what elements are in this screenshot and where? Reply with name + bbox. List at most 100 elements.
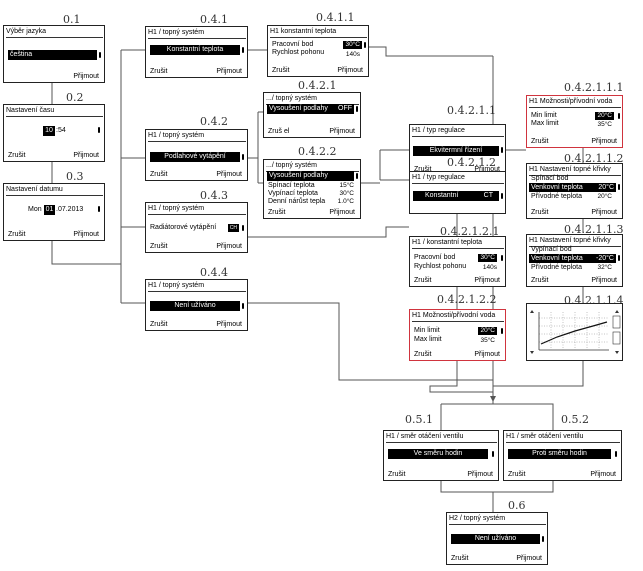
language-value[interactable]: čeština (8, 50, 97, 60)
screen-floor-drying-settings[interactable]: .../ topný systém Vysoušení podlahy Spín… (263, 159, 361, 219)
scroll-indicator-icon (501, 147, 503, 153)
accept-button[interactable]: Přijmout (216, 321, 242, 328)
cancel-button-overlap[interactable]: Zruš el (268, 128, 290, 135)
screen-supply-water-limits-equitherm[interactable]: H1 Možnosti/přívodní voda Min limit 20°C… (526, 95, 623, 148)
screen-0-5-2-number: 0.5.2 (561, 413, 589, 426)
cancel-button[interactable]: Zrušit (150, 68, 168, 75)
accept-button[interactable]: Přijmout (474, 277, 500, 284)
accept-button[interactable]: Přijmout (590, 471, 616, 478)
accept-button[interactable]: Přijmout (591, 209, 617, 216)
screen-floor-drying-off[interactable]: .../ topný systém Vysoušení podlahy OFF … (263, 92, 361, 138)
screen-regulation-constant[interactable]: H1 / typ regulace Konstantní CT (409, 171, 506, 214)
screen-heating-floor[interactable]: H1 / topný systém Podlahové vytápění Zru… (145, 129, 248, 181)
screen-date[interactable]: Nastavení datumu Mon 01 .07.2013 Zrušit … (3, 183, 105, 241)
cancel-button[interactable]: Zrušit (451, 555, 469, 562)
outdoor-temp-row[interactable]: Venkovní teplota -20°C (529, 254, 616, 263)
scroll-indicator-icon (99, 52, 101, 58)
screen-regulation-constant-temp[interactable]: H1 / konstantní teplota Pracovní bod 30°… (409, 236, 506, 287)
screen-valve-clockwise[interactable]: H1 / směr otáčení ventilu Ve směru hodin… (383, 430, 499, 481)
daily-increase-value[interactable]: 1.0°C (337, 198, 354, 205)
stop-temp-value[interactable]: 30°C (339, 190, 354, 197)
screen-heating-curve-start[interactable]: H1 Nastavení topné křivky Spínací bod Ve… (526, 163, 623, 219)
hour-field[interactable]: 10 (43, 126, 55, 136)
screen-time[interactable]: Nastavení času 10 :54 Zrušit Přijmout (3, 104, 105, 162)
cancel-button[interactable]: Zrušit (508, 471, 526, 478)
screen-h2-unused[interactable]: H2 / topný systém Není užíváno Zrušit Př… (446, 512, 548, 565)
screen-0-4-3-number: 0.4.3 (200, 189, 228, 202)
screen-language[interactable]: Výběr jazyka čeština Přijmout (3, 25, 105, 83)
valve-direction-value[interactable]: Proti směru hodin (508, 449, 611, 459)
cancel-button[interactable]: Zrušit (531, 138, 549, 145)
screen-title: H1 / typ regulace (412, 126, 504, 137)
cancel-button[interactable]: Zrušit (388, 471, 406, 478)
heating-system-value[interactable]: Radiátorové vytápění (150, 224, 217, 231)
setpoint-value[interactable]: 30°C (343, 41, 362, 49)
heating-system-value[interactable]: Není užíváno (451, 534, 540, 544)
cancel-button[interactable]: Zrušit (150, 243, 168, 250)
screen-valve-counterclockwise[interactable]: H1 / směr otáčení ventilu Proti směru ho… (503, 430, 622, 481)
ch-tag: CH (227, 224, 239, 232)
accept-button[interactable]: Přijmout (516, 555, 542, 562)
max-limit-value[interactable]: 35°C (480, 337, 495, 344)
supply-temp-value[interactable]: 20°C (597, 193, 612, 200)
accept-button[interactable]: Přijmout (329, 209, 355, 216)
heating-system-value[interactable]: Podlahové vytápění (150, 152, 240, 162)
outdoor-temp-row[interactable]: Venkovní teplota 20°C (529, 183, 616, 192)
accept-button[interactable]: Přijmout (73, 231, 99, 238)
screen-heating-curve-graph[interactable] (526, 303, 623, 361)
screen-heating-radiator[interactable]: H1 / topný systém Radiátorové vytápění C… (145, 202, 248, 253)
month-year-field[interactable]: .07.2013 (56, 206, 84, 213)
screen-supply-water-limits-constant[interactable]: H1 Možnosti/přívodní voda Min limit 20°C… (409, 309, 506, 361)
max-limit-label: Max limit (414, 336, 442, 343)
accept-button[interactable]: Přijmout (73, 73, 99, 80)
screen-constant-temperature[interactable]: H1 konstantní teplota Pracovní bod 30°C … (267, 25, 369, 77)
cancel-button[interactable]: Zrušit (8, 152, 26, 159)
accept-button[interactable]: Přijmout (474, 351, 500, 358)
floor-drying-value[interactable]: Vysoušení podlahy (267, 171, 354, 181)
actuator-speed-value[interactable]: 140s (345, 51, 360, 58)
accept-button[interactable]: Přijmout (474, 166, 500, 173)
min-limit-value[interactable]: 20°C (595, 112, 614, 120)
accept-button[interactable]: Přijmout (467, 471, 493, 478)
actuator-speed-value[interactable]: 140s (482, 264, 497, 271)
cancel-button[interactable]: Zrušit (414, 166, 432, 173)
accept-button[interactable]: Přijmout (591, 138, 617, 145)
cancel-button[interactable]: Zrušit (414, 351, 432, 358)
start-temp-value[interactable]: 15°C (339, 182, 354, 189)
accept-button[interactable]: Přijmout (216, 68, 242, 75)
screen-heating-constant[interactable]: H1 / topný systém Konstantní teplota Zru… (145, 26, 248, 78)
max-limit-value[interactable]: 35°C (597, 121, 612, 128)
accept-button[interactable]: Přijmout (337, 67, 363, 74)
accept-button[interactable]: Přijmout (216, 243, 242, 250)
regulation-type-value[interactable]: Konstantní CT (413, 191, 499, 201)
cancel-button[interactable]: Zrušit (531, 277, 549, 284)
floor-drying-value[interactable]: Vysoušení podlahy OFF (267, 104, 354, 114)
cancel-button[interactable]: Zrušit (268, 209, 286, 216)
setpoint-value[interactable]: 30°C (478, 254, 497, 262)
cancel-button[interactable]: Zrušit (272, 67, 290, 74)
day-field[interactable]: 01 (44, 205, 55, 215)
cancel-button[interactable]: Zrušit (150, 171, 168, 178)
accept-button[interactable]: Přijmout (216, 171, 242, 178)
cancel-button[interactable]: Zrušit (531, 209, 549, 216)
screen-0-4-2-1-1-1-number: 0.4.2.1.1.1 (564, 81, 624, 94)
screen-title: Výběr jazyka (6, 27, 103, 38)
cancel-button[interactable]: Zrušit (414, 277, 432, 284)
screen-title: H1 / topný systém (148, 131, 246, 142)
screen-heating-unused[interactable]: H1 / topný systém Není užíváno Zrušit Př… (145, 279, 248, 331)
regulation-type-value[interactable]: Ekvitermní řízení (413, 146, 499, 156)
cancel-button[interactable]: Zrušit (150, 321, 168, 328)
cancel-button[interactable]: Zrušit (8, 231, 26, 238)
accept-button[interactable]: Přijmout (329, 128, 355, 135)
accept-button[interactable]: Přijmout (73, 152, 99, 159)
min-limit-value[interactable]: 20°C (478, 327, 497, 335)
heating-system-value[interactable]: Není užíváno (150, 301, 240, 311)
valve-direction-value[interactable]: Ve směru hodin (388, 449, 488, 459)
screen-0-2-number: 0.2 (66, 91, 84, 104)
accept-button[interactable]: Přijmout (591, 277, 617, 284)
screen-title: H1 / konstantní teplota (412, 238, 504, 249)
supply-temp-value[interactable]: 32°C (597, 264, 612, 271)
minute-field[interactable]: 54 (57, 127, 66, 134)
screen-heating-curve-stop[interactable]: H1 Nastavení topné křivky Vypínací bod V… (526, 234, 623, 287)
heating-system-value[interactable]: Konstantní teplota (150, 45, 240, 55)
